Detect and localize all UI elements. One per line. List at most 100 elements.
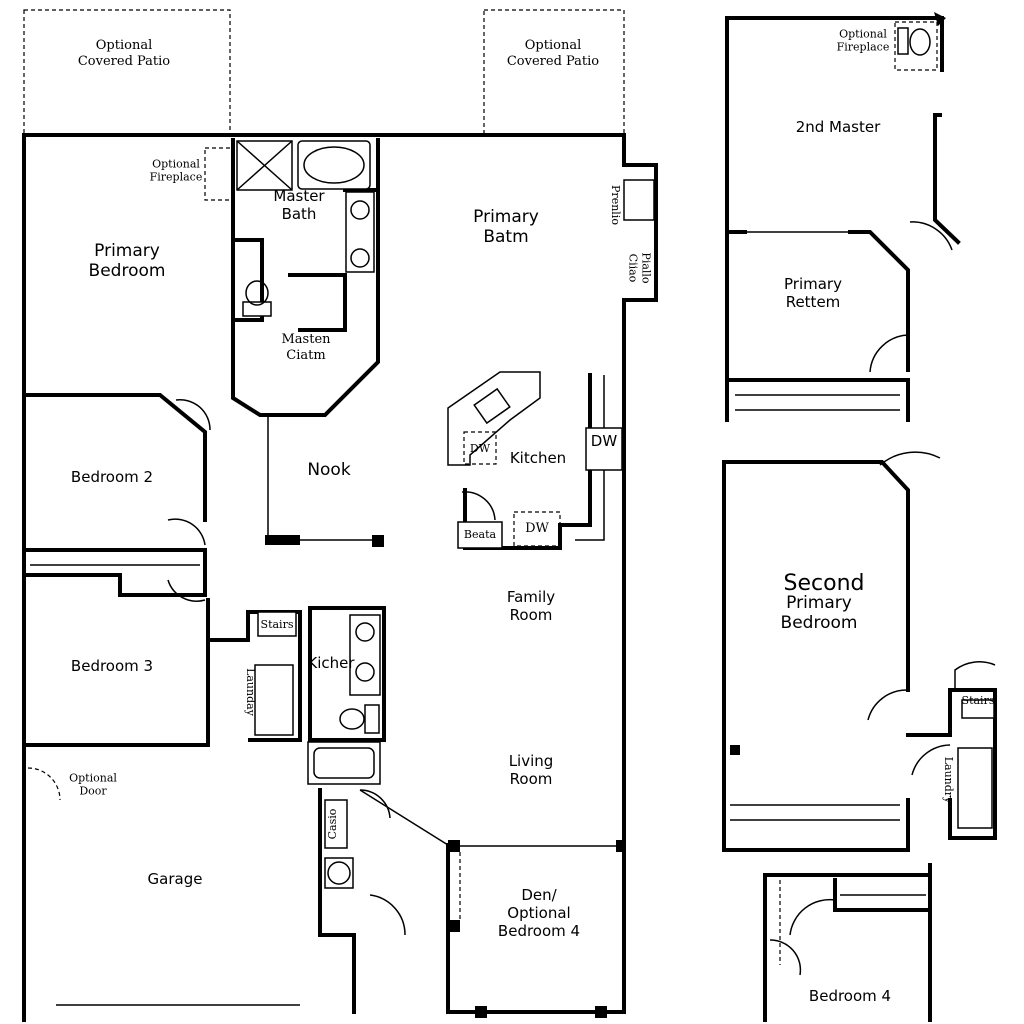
vanity [345, 191, 375, 273]
stairs-small-label: Stairs [261, 618, 294, 631]
bath2-toilet-tank [364, 704, 380, 734]
dw-lower-box [513, 511, 561, 547]
toilet-tank [242, 301, 272, 317]
door-swing-3 [167, 579, 206, 602]
optional-door-swing [27, 767, 61, 801]
angled-wall [359, 789, 449, 846]
den-wall [446, 843, 626, 1014]
alt-mid-laundry [906, 688, 997, 840]
laundry-label: Launday [244, 668, 257, 717]
nook-post-2 [372, 535, 384, 547]
cooktop [473, 387, 511, 425]
shower-x [236, 140, 293, 191]
alt-mid-door-2 [911, 744, 951, 776]
dishwasher-right [585, 427, 623, 471]
alt-fireplace-oval [909, 28, 931, 56]
second-master-label: 2nd Master [796, 118, 881, 136]
alt-mid-door-arc [879, 451, 941, 466]
side-vertical-label-2: PialloCiiao [626, 252, 652, 284]
bath2-toilet [339, 708, 365, 730]
pantry-door [461, 491, 496, 521]
alt-mid-laundry-label: Laundry [942, 757, 955, 804]
water-heater-tank [327, 861, 351, 885]
alt-mid-laundry-door [954, 661, 996, 690]
garage-door-swing [369, 894, 406, 936]
alt-upper-door-swing [869, 334, 909, 373]
den-post-3 [448, 920, 460, 932]
bath2-sink-2 [355, 662, 375, 682]
bath-closet-outline [231, 138, 380, 417]
alt-mid-door-swing [867, 689, 909, 721]
bath2-tub [307, 741, 381, 785]
tub-basin [303, 146, 365, 184]
alt-mid-closet [730, 804, 900, 821]
outer-wall-top [22, 133, 626, 167]
alt-mid-post [730, 745, 740, 755]
alt-upper-plan [725, 12, 961, 422]
beata-label: Beata [464, 528, 497, 541]
alt-upper-door-swing-2 [909, 221, 953, 251]
bath2-tub-basin [313, 747, 375, 779]
alt-mid-stairs-label: Stairs [962, 694, 995, 707]
dw-upper-box [463, 431, 497, 465]
dw-right-label: DW [591, 432, 618, 450]
alt-lower-door [789, 898, 836, 936]
patio-left-outline [23, 9, 231, 136]
den-post-5 [595, 1006, 607, 1018]
alt-fireplace-outline [894, 21, 938, 71]
toilet-room [231, 238, 264, 322]
den-post-1 [448, 840, 460, 852]
kitchen-island [447, 371, 541, 466]
alt-lower-door-2 [769, 939, 802, 976]
bath-inner-wall [288, 273, 347, 332]
casio-label: Casio [326, 808, 339, 839]
toilet-bowl [245, 280, 269, 306]
sink-2 [350, 248, 370, 268]
stairs-small-box [257, 611, 297, 637]
bath2-sink-1 [355, 622, 375, 642]
alt-upper-closet [735, 394, 900, 411]
patio-right-outline [483, 9, 625, 136]
fireplace-right [623, 179, 655, 221]
entry-door-swing [359, 789, 391, 819]
bedroom2-bottom-wall [22, 548, 207, 597]
water-heater [324, 857, 354, 889]
bedroom3-wall [22, 598, 210, 747]
tub [297, 140, 371, 190]
main-floor-plan [22, 9, 658, 1022]
alt-mid-washer [957, 747, 993, 829]
fireplace-outline [204, 147, 234, 201]
washer-dryer [254, 664, 294, 736]
side-vertical-label-1: Prenlio [609, 185, 622, 225]
alt-upper-right-door [933, 113, 961, 245]
casio-box [324, 799, 348, 849]
dw-lower-label: DW [525, 521, 549, 536]
den-post-4 [475, 1006, 487, 1018]
fireplace-bump [622, 163, 658, 302]
alt-fireplace-box [897, 27, 909, 55]
alt-upper-bottom [725, 378, 910, 422]
nook-post-1 [265, 535, 300, 545]
door-swing-2 [167, 518, 206, 546]
beata-box [457, 521, 503, 549]
bedroom2-top-wall [22, 393, 207, 522]
bath2-wall [308, 606, 386, 742]
kitchen2-label: Kicher [307, 654, 355, 672]
alt-mid-top [722, 460, 910, 692]
bedroom-3-label: Bedroom 3 [71, 657, 153, 675]
door-swing-1 [175, 398, 211, 431]
alt-middle-plan [722, 451, 997, 852]
